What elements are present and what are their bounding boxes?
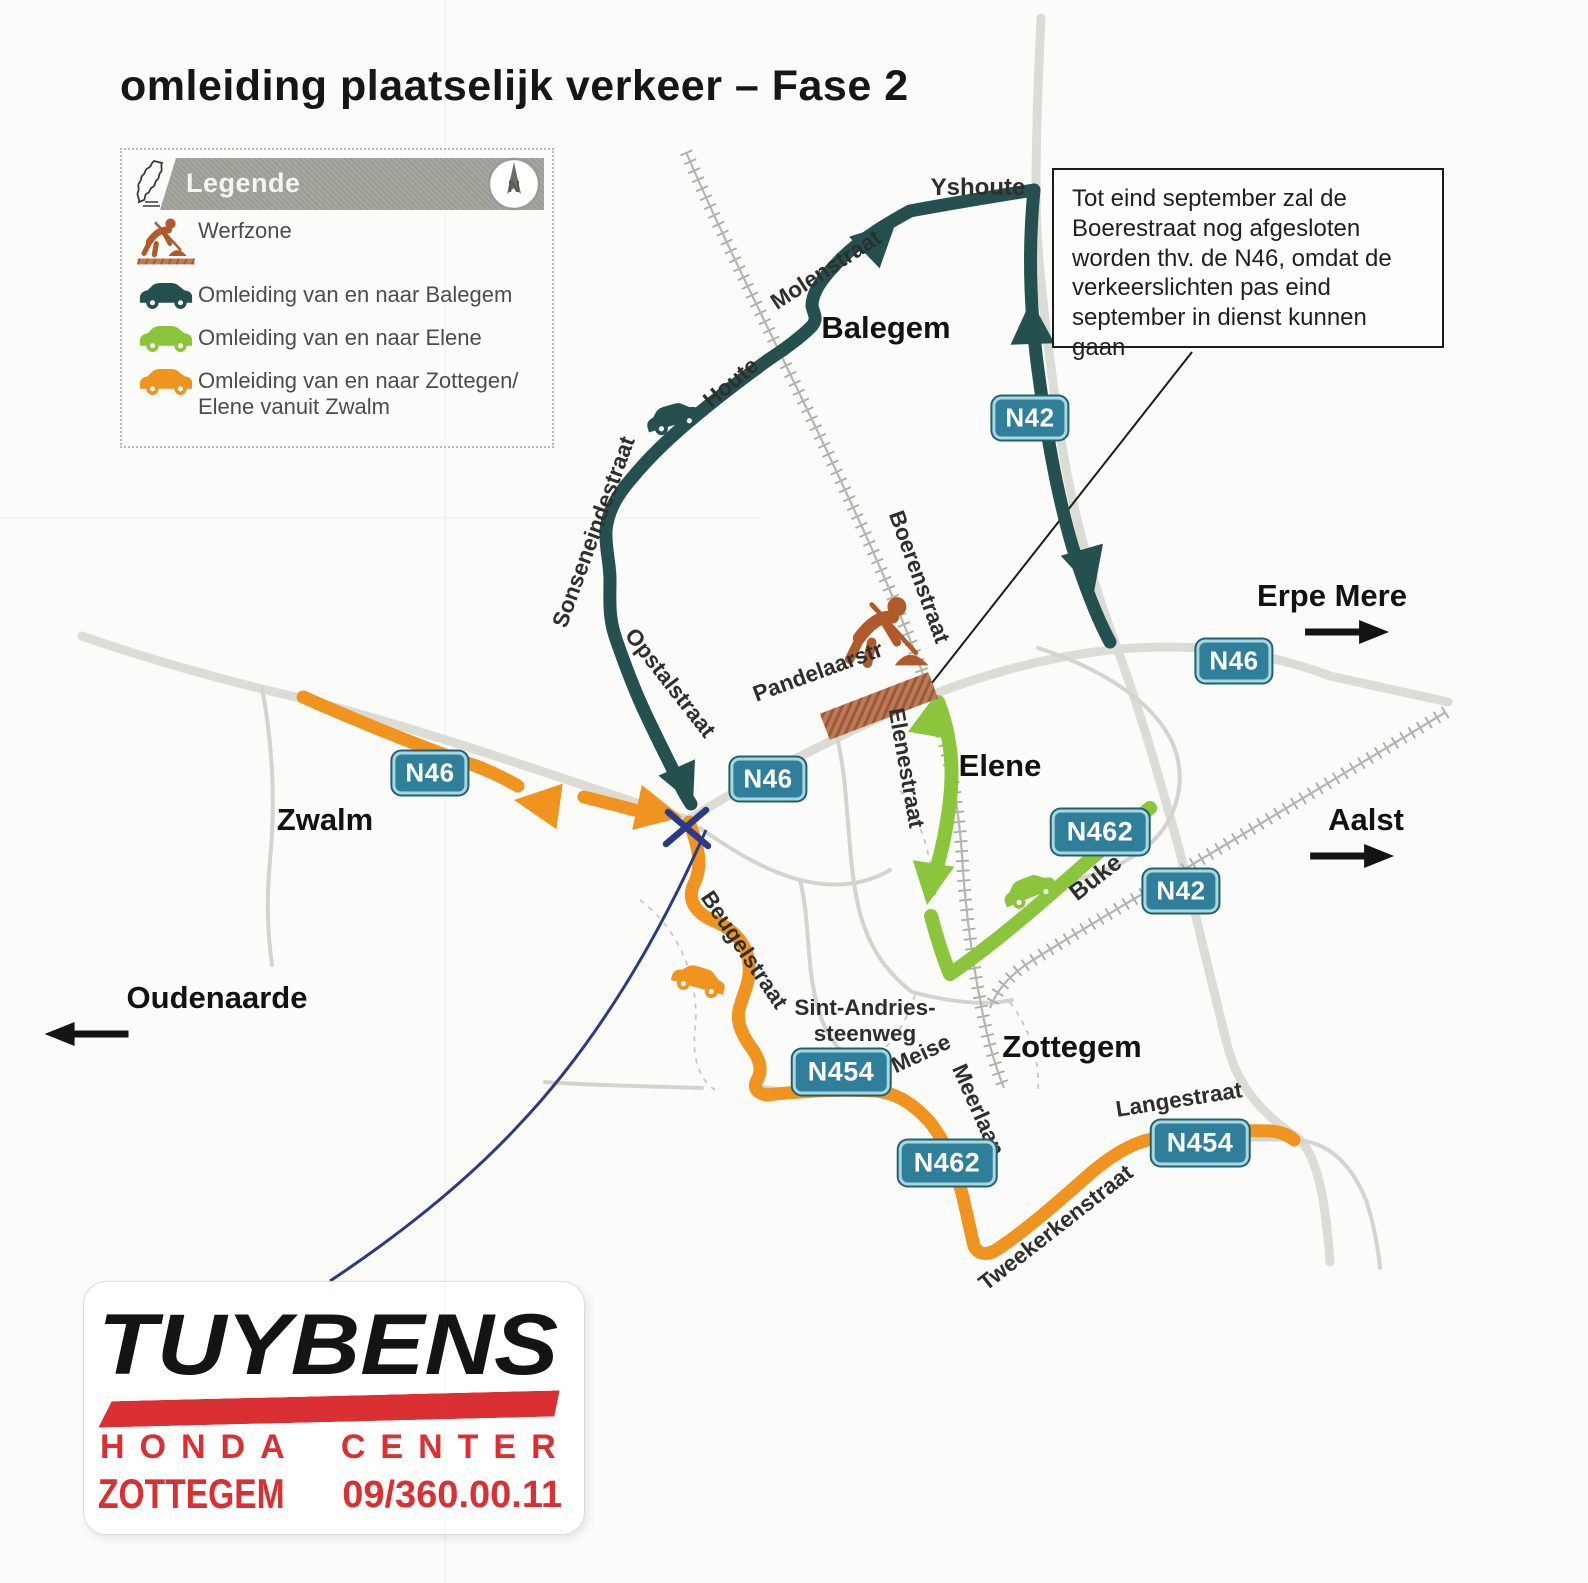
legend-box: Legende N Werfzone xyxy=(120,148,554,448)
arrow-right-icon xyxy=(1310,844,1395,868)
road-badge-n42-south: N42 xyxy=(1143,869,1219,913)
arrowhead-n42-down xyxy=(1060,543,1104,592)
legend-item-balegem: Omleiding van en naar Balegem xyxy=(134,280,512,312)
legend-item-label: Omleiding van en naar Balegem xyxy=(198,282,513,307)
x-mark xyxy=(662,806,712,850)
town-label-elene: Elene xyxy=(958,748,1042,783)
road-badge-n454-east: N454 xyxy=(1151,1120,1249,1166)
legend-item-elene: Omleiding van en naar Elene xyxy=(134,323,482,355)
road-badge-n46-mid: N46 xyxy=(730,757,806,801)
legend-item-werfzone: Werfzone xyxy=(134,216,292,274)
street-label-sint-andries-steenweg: Sint-Andries- steenweg xyxy=(794,995,936,1046)
direction-aalst: Aalst xyxy=(1310,802,1404,868)
arrowhead-elene-up xyxy=(908,694,950,740)
logo-honda-center-text: HONDA CENTER xyxy=(100,1428,571,1466)
legend-header-bar xyxy=(160,158,544,210)
town-label-balegem: Balegem xyxy=(821,310,951,345)
callout-note: Tot eind september zal de Boerestraat no… xyxy=(1052,168,1444,361)
direction-erpe-mere: Erpe Mere xyxy=(1257,578,1407,644)
road-zwalm-local xyxy=(260,686,275,967)
road-bottomleft xyxy=(543,1080,704,1090)
arrow-left-icon xyxy=(44,1022,129,1046)
route-zwalm-mid xyxy=(577,790,641,817)
arrowhead-molenstraat-up xyxy=(849,222,896,269)
road-badge-n46-east: N46 xyxy=(1196,639,1272,683)
logo-red-bar xyxy=(98,1390,560,1427)
paper-crease-vertical xyxy=(444,0,446,1583)
werfzone-worker-icon xyxy=(844,597,929,669)
car-balegem-icon xyxy=(134,280,198,312)
street-label-yshoute: Yshoute xyxy=(930,174,1026,201)
town-label-zottegem: Zottegem xyxy=(1002,1029,1142,1064)
flanders-lion-icon xyxy=(136,160,164,207)
car-icon-elene-route xyxy=(1004,875,1058,909)
route-elene-lower xyxy=(924,909,957,981)
werfzone-icon xyxy=(134,216,198,274)
legend-title: Legende xyxy=(186,168,301,198)
route-balegem xyxy=(599,183,1041,811)
direction-oudenaarde: Oudenaarde xyxy=(44,980,308,1046)
sticker-pointer-line xyxy=(329,829,708,1283)
werfzone-area xyxy=(819,672,939,740)
road-badge-n462-buke: N462 xyxy=(1051,809,1149,855)
road-badge-n42-top: N42 xyxy=(992,396,1068,440)
direction-label: Aalst xyxy=(1328,802,1404,837)
road-zottegem-ring xyxy=(910,990,1014,1005)
road-badge-n462-south: N462 xyxy=(898,1140,996,1186)
car-elene-icon xyxy=(134,323,198,355)
road-badge-n46-west: N46 xyxy=(392,751,468,795)
legend-item-label: Werfzone xyxy=(198,218,292,243)
north-compass-icon: N xyxy=(487,157,541,211)
direction-label: Oudenaarde xyxy=(126,980,308,1015)
paper-crease-horizontal xyxy=(0,517,760,519)
car-icon-zwalm-route xyxy=(670,965,725,998)
tuybens-logo-sticker: TUYBENS HONDA CENTER ZOTTEGEM 09/360.00.… xyxy=(84,1282,584,1534)
logo-brand-text: TUYBENS xyxy=(98,1297,559,1393)
legend-item-label: Omleiding van en naar Elene xyxy=(198,325,482,350)
route-zwalm-south xyxy=(682,815,1301,1260)
road-local-east xyxy=(698,826,892,887)
arrowhead-n42-up xyxy=(1010,300,1055,345)
logo-phone-number: 09/360.00.11 xyxy=(342,1474,562,1516)
logo-city-text: ZOTTEGEM xyxy=(98,1470,285,1517)
arrowhead-zwalm-west xyxy=(514,783,563,830)
car-zwalm-icon xyxy=(134,366,198,398)
svg-text:N: N xyxy=(508,177,520,196)
legend-item-zottegem-zwalm: Omleiding van en naar Zottegen/ Elene va… xyxy=(134,366,543,420)
arrowhead-elene-down xyxy=(912,860,955,905)
route-balegem-n42 xyxy=(1024,183,1117,649)
boundary-3 xyxy=(1009,1001,1040,1091)
road-badge-n454-west: N454 xyxy=(792,1049,890,1095)
town-label-zwalm: Zwalm xyxy=(276,802,374,837)
page-title: omleiding plaatselijk verkeer – Fase 2 xyxy=(120,62,909,110)
road-local-east2 xyxy=(798,878,860,1068)
road-local-south xyxy=(834,730,914,994)
direction-label: Erpe Mere xyxy=(1257,578,1407,613)
legend-item-label: Omleiding van en naar Zottegen/ Elene va… xyxy=(198,368,519,419)
arrow-right-icon xyxy=(1305,620,1390,644)
arrowhead-opstal-down xyxy=(658,759,696,804)
boundary-1 xyxy=(639,899,716,1091)
car-icon-balegem-route xyxy=(647,403,701,436)
arrowhead-zwalm-east xyxy=(632,784,682,830)
road-elene-ring xyxy=(1036,646,1182,886)
